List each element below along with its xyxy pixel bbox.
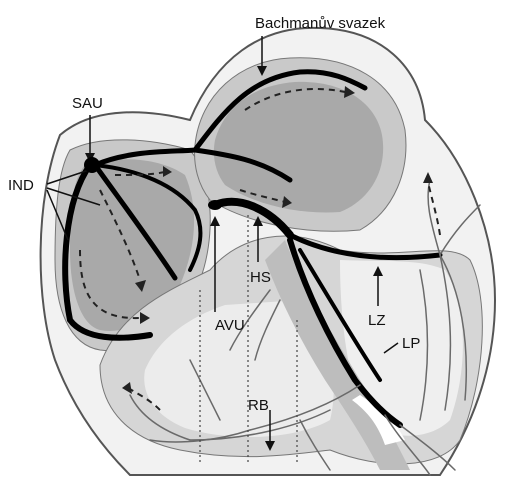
label-avu: AVU [215, 317, 245, 334]
label-rb: RB [248, 397, 269, 414]
label-ind: IND [8, 177, 34, 194]
label-sau: SAU [72, 95, 103, 112]
label-bachmann: Bachmanův svazek [255, 15, 386, 32]
label-lz: LZ [368, 312, 386, 329]
sinoatrial-node [84, 157, 100, 173]
label-lp: LP [402, 335, 420, 352]
av-node [208, 200, 222, 210]
label-hs: HS [250, 269, 271, 286]
